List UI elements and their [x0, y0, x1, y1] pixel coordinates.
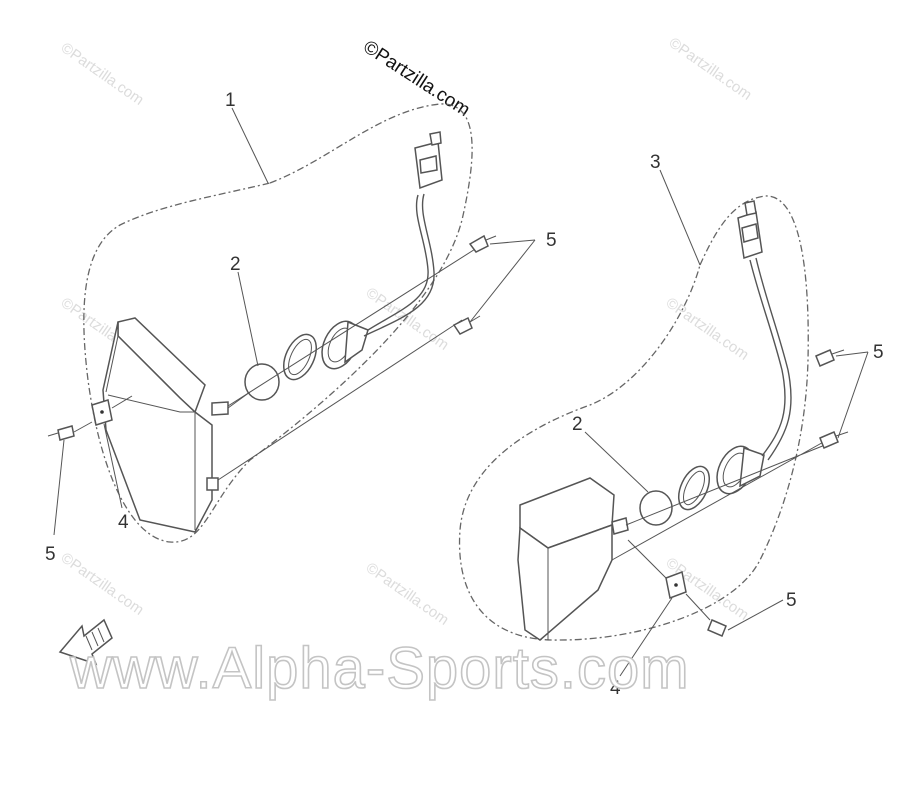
left-connector [414, 131, 443, 190]
left-socket [321, 320, 369, 370]
left-wire [363, 193, 435, 337]
watermark-text: ©Partzilla.com [58, 39, 147, 109]
callout-leaders [53, 107, 869, 677]
watermark-text: ©Partzilla.com [363, 559, 452, 629]
right-lamp-housing [517, 477, 629, 641]
callout-1: 1 [225, 90, 236, 111]
callout-4-left: 4 [118, 512, 129, 533]
callout-2-right: 2 [572, 414, 583, 435]
callout-5-left-bottom: 5 [45, 544, 56, 565]
left-screw-mid [452, 315, 481, 335]
right-screw-top [815, 349, 845, 367]
watermark-layer: ©Partzilla.com ©Partzilla.com ©Partzilla… [58, 34, 755, 629]
right-lens-mount-line [611, 434, 837, 561]
watermark-text: ©Partzilla.com [58, 549, 147, 619]
copyright-credit: ©Partzilla.com [359, 37, 473, 121]
watermark-text: ©Partzilla.com [666, 34, 755, 104]
right-screw-mid [819, 431, 849, 449]
right-screw-bottom [685, 593, 727, 637]
right-assembly-boundary [458, 195, 809, 641]
watermark-text: ©Partzilla.com [663, 294, 752, 364]
left-lens-mount-line [217, 245, 481, 481]
left-lamp-housing [102, 317, 229, 533]
watermark-text: ©Partzilla.com [363, 284, 452, 354]
left-assembly-boundary [83, 103, 473, 543]
left-bracket-part [73, 395, 133, 433]
site-watermark: www.Alpha-Sports.com [69, 636, 690, 701]
left-seal-ring [283, 333, 317, 381]
callout-2-left: 2 [230, 254, 241, 275]
right-connector [737, 200, 763, 259]
right-wire [749, 257, 792, 461]
left-screw-top [468, 234, 497, 253]
right-seal-ring [677, 465, 711, 511]
callout-5-left-top: 5 [546, 230, 557, 251]
right-bracket-part [627, 539, 687, 600]
callout-3: 3 [650, 152, 661, 173]
front-direction-arrow-icon [58, 618, 113, 666]
callout-5-right: 5 [873, 342, 884, 363]
left-screw-bottom [47, 425, 75, 441]
callout-5-right-bottom: 5 [786, 590, 797, 611]
callout-4-right: 4 [610, 678, 621, 699]
